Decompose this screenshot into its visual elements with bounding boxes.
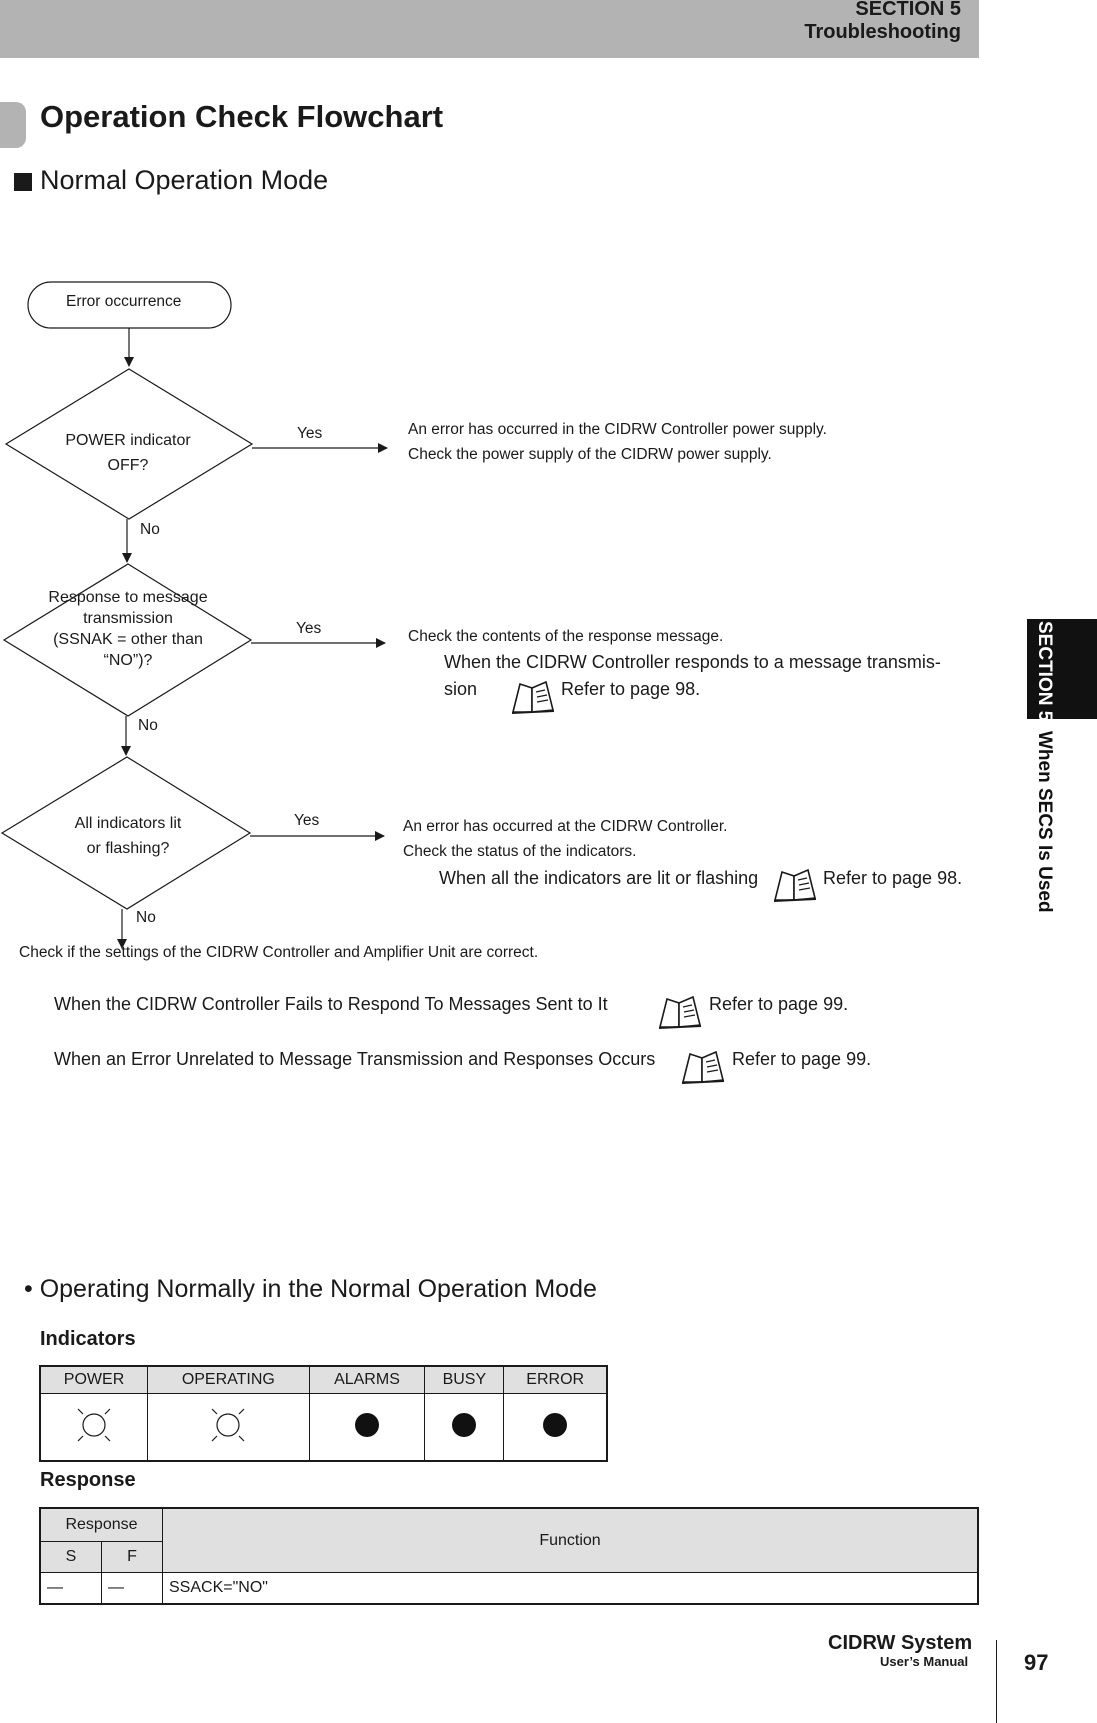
response-col-s: S xyxy=(39,1541,102,1573)
q2-ref-line2: sion xyxy=(444,679,478,699)
q3-result-line2: Check the status of the indicators. xyxy=(403,843,637,860)
manual-book-icon xyxy=(681,1050,725,1084)
q1-no-label: No xyxy=(140,521,160,538)
q1-line1: POWER indicator xyxy=(65,432,191,449)
response-col-f: F xyxy=(101,1541,163,1573)
manual-book-icon xyxy=(511,680,555,714)
q3-line2: or flashing? xyxy=(86,840,170,857)
response-col-response: Response xyxy=(39,1507,163,1542)
final-check: Check if the settings of the CIDRW Contr… xyxy=(19,944,539,961)
normal-operation-heading: • Operating Normally in the Normal Opera… xyxy=(24,1275,597,1303)
indicators-label: Indicators xyxy=(40,1328,136,1350)
indicator-operating-cell xyxy=(147,1393,310,1462)
response-header-row-2: S F xyxy=(39,1541,978,1573)
flowchart: Error occurrence POWER indicator OFF? Ye… xyxy=(0,281,963,1084)
response-f-cell: — xyxy=(101,1572,163,1605)
title-tab-marker xyxy=(0,102,26,148)
square-bullet-icon xyxy=(14,173,32,191)
q2-line1: Response to message xyxy=(48,589,208,606)
q1-result-line2: Check the power supply of the CIDRW powe… xyxy=(408,446,772,463)
side-tab-section: SECTION 5 xyxy=(1034,621,1055,722)
header-chapter: Troubleshooting xyxy=(804,21,961,43)
q1-result-line1: An error has occurred in the CIDRW Contr… xyxy=(408,421,827,438)
q3-no-label: No xyxy=(136,909,156,926)
response-function-cell: SSACK="NO" xyxy=(162,1572,979,1605)
indicators-table: POWER OPERATING ALARMS BUSY ERROR xyxy=(39,1365,608,1462)
flowchart-lines xyxy=(0,281,388,949)
manual-book-icon xyxy=(773,868,817,902)
ref-b-page[interactable]: Refer to page 99. xyxy=(732,1049,872,1069)
indicators-header-row: POWER OPERATING ALARMS BUSY ERROR xyxy=(39,1365,608,1394)
indicator-col-operating: OPERATING xyxy=(147,1365,310,1394)
page-header: SECTION 5 Troubleshooting xyxy=(0,0,979,58)
ref-a-text: When the CIDRW Controller Fails to Respo… xyxy=(54,994,608,1014)
response-col-function: Function xyxy=(162,1507,979,1573)
indicator-off-icon xyxy=(543,1412,568,1437)
indicator-lit-icon xyxy=(77,1408,111,1441)
q3-ref-text: When all the indicators are lit or flash… xyxy=(439,868,759,888)
indicator-col-power: POWER xyxy=(39,1365,149,1394)
manual-book-icon xyxy=(658,995,702,1029)
indicator-off-icon xyxy=(354,1412,379,1437)
q2-ref-page[interactable]: Refer to page 98. xyxy=(561,679,701,699)
decision-power xyxy=(4,368,254,520)
ref-b-text: When an Error Unrelated to Message Trans… xyxy=(54,1049,656,1069)
footer-manual: User’s Manual xyxy=(880,1654,969,1669)
indicator-power-cell xyxy=(39,1393,149,1462)
q2-no-label: No xyxy=(138,717,158,734)
response-label: Response xyxy=(40,1469,136,1491)
q3-ref-page[interactable]: Refer to page 98. xyxy=(823,868,963,888)
decision-indicators xyxy=(0,756,252,910)
indicator-alarms-cell xyxy=(308,1393,426,1462)
indicator-error-cell xyxy=(503,1393,608,1462)
indicator-col-busy: BUSY xyxy=(424,1365,505,1394)
indicators-state-row xyxy=(39,1393,608,1462)
ref-a-page[interactable]: Refer to page 99. xyxy=(709,994,849,1014)
q2-ref-line1: When the CIDRW Controller responds to a … xyxy=(444,652,941,672)
page-title: Operation Check Flowchart xyxy=(40,99,444,134)
q1-line2: OFF? xyxy=(107,457,149,474)
indicator-col-alarms: ALARMS xyxy=(308,1365,426,1394)
indicator-off-icon xyxy=(452,1412,477,1437)
response-header-row-1: Response Function xyxy=(39,1507,979,1573)
indicator-busy-cell xyxy=(424,1393,505,1462)
footer-divider xyxy=(996,1640,997,1723)
q1-yes-label: Yes xyxy=(297,425,323,442)
response-table: Response Function S F — — SSACK="NO" xyxy=(39,1507,979,1605)
q2-line3: (SSNAK = other than xyxy=(53,631,203,648)
header-section: SECTION 5 xyxy=(855,0,961,20)
q3-line1: All indicators lit xyxy=(74,815,182,832)
response-s-cell: — xyxy=(39,1572,102,1605)
q2-line2: transmission xyxy=(83,610,173,627)
decision-response xyxy=(2,563,253,717)
start-label: Error occurrence xyxy=(66,293,182,310)
indicator-col-error: ERROR xyxy=(503,1365,608,1394)
q2-result-line1: Check the contents of the response messa… xyxy=(408,628,724,645)
section-subtitle: Normal Operation Mode xyxy=(40,165,329,195)
q3-result-line1: An error has occurred at the CIDRW Contr… xyxy=(403,818,728,835)
q3-yes-label: Yes xyxy=(294,812,320,829)
q2-line4: “NO”)? xyxy=(103,652,153,669)
table-row: — — SSACK="NO" xyxy=(39,1572,979,1605)
footer-system: CIDRW System xyxy=(828,1632,973,1654)
side-tab-section-bg xyxy=(1027,619,1097,719)
page-number: 97 xyxy=(1024,1650,1049,1675)
side-tab-title: When SECS Is Used xyxy=(1034,731,1055,913)
q2-yes-label: Yes xyxy=(296,620,322,637)
indicator-lit-icon xyxy=(211,1408,245,1441)
